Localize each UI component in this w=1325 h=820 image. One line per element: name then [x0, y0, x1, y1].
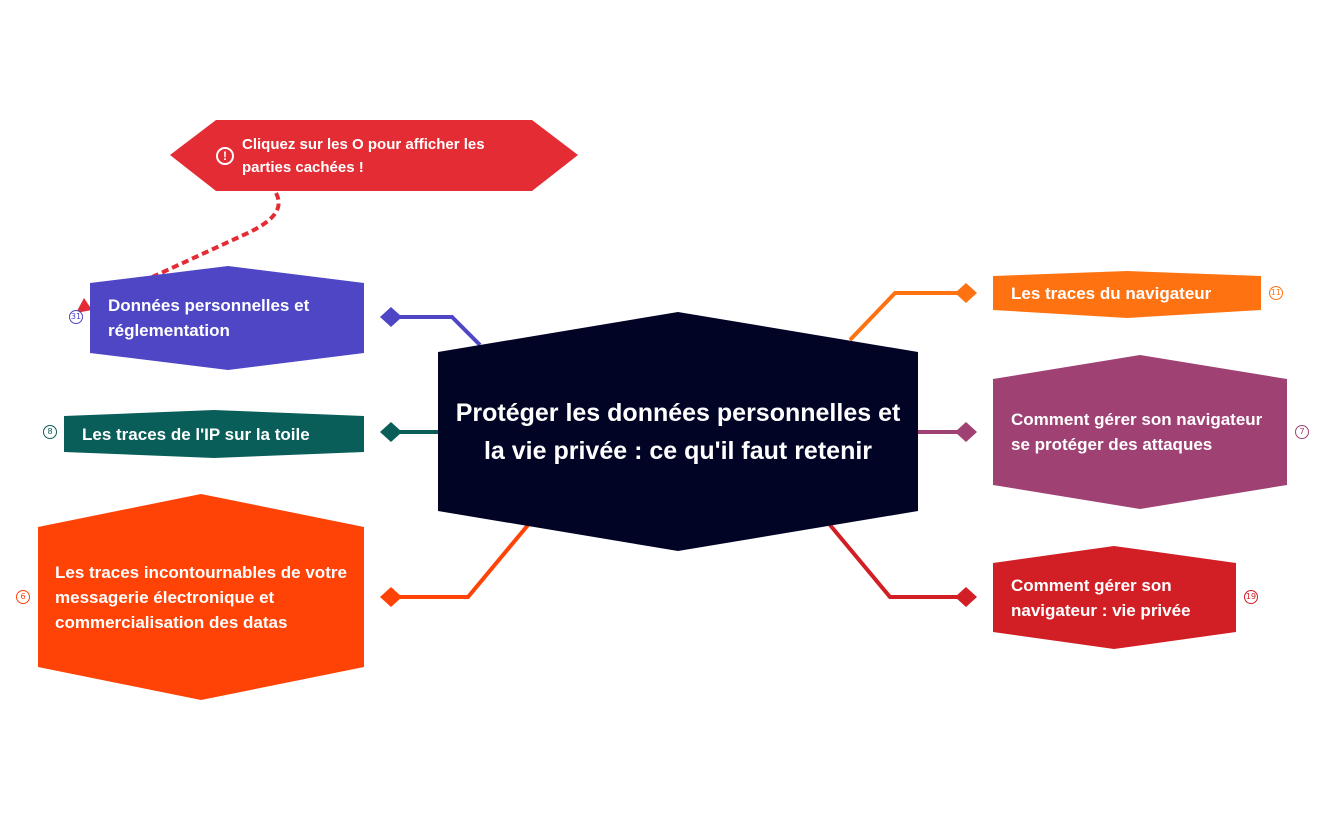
branch-donnees-personnelles[interactable]: Données personnelles et réglementation: [108, 283, 358, 353]
callout-shape: [170, 120, 578, 191]
branch-shape-donnees: [90, 266, 364, 370]
connector-diamond-vie-privee: [955, 587, 977, 607]
branch-shape-ip: [64, 410, 364, 458]
connector-donnees: [392, 315, 482, 347]
connector-diamond-navigateur: [955, 283, 977, 303]
collapsed-count-traces-messagerie[interactable]: 6: [16, 590, 30, 604]
callout-arrow: [84, 192, 281, 310]
callout-label: Cliquez sur les O pour afficher les part…: [242, 135, 485, 176]
collapsed-count-traces-navigateur[interactable]: 11: [1269, 286, 1283, 300]
collapsed-count-navigateur-attaques[interactable]: 7: [1295, 425, 1309, 439]
connector-diamond-ip: [380, 422, 402, 442]
central-topic[interactable]: Protéger les données personnelles et la …: [448, 360, 908, 503]
branch-navigateur-attaques-label: Comment gérer son navigateur se protéger…: [1011, 410, 1263, 454]
branch-shape-attaques: [993, 355, 1287, 509]
callout-arrowhead: [76, 298, 92, 313]
branch-shape-messagerie: [38, 494, 364, 700]
branch-traces-messagerie[interactable]: Les traces incontournables de votre mess…: [55, 527, 355, 667]
connector-vie-privee: [828, 523, 966, 599]
collapsed-count-navigateur-vie-privee[interactable]: 19: [1244, 590, 1258, 604]
branch-traces-navigateur[interactable]: Les traces du navigateur: [1011, 276, 1256, 310]
connector-diamond-donnees: [380, 307, 402, 327]
branch-traces-navigateur-label: Les traces du navigateur: [1011, 283, 1212, 303]
exclamation-circle-icon: !: [216, 147, 234, 165]
central-topic-label: Protéger les données personnelles et la …: [455, 398, 901, 465]
callout-hint: ! Cliquez sur les O pour afficher les pa…: [216, 120, 532, 191]
branch-navigateur-attaques[interactable]: Comment gérer son navigateur se protéger…: [1011, 379, 1281, 485]
branch-navigateur-vie-privee-label: Comment gérer son navigateur : vie privé…: [1011, 575, 1191, 620]
branch-donnees-personnelles-label: Données personnelles et réglementation: [108, 296, 310, 340]
connector-messagerie: [392, 523, 530, 599]
central-shape: [438, 312, 918, 551]
collapsed-count-donnees-personnelles[interactable]: 31: [69, 310, 83, 324]
branch-shape-navigateur: [993, 271, 1261, 318]
connector-diamond-messagerie: [380, 587, 402, 607]
branch-navigateur-vie-privee[interactable]: Comment gérer son navigateur : vie privé…: [1011, 563, 1233, 632]
connector-diamond-attaques: [955, 422, 977, 442]
branch-shape-vie-privee: [993, 546, 1236, 649]
branch-traces-ip-label: Les traces de l'IP sur la toile: [82, 424, 310, 444]
connector-navigateur: [848, 291, 966, 342]
branch-traces-ip[interactable]: Les traces de l'IP sur la toile: [82, 416, 362, 452]
collapsed-count-traces-ip[interactable]: 8: [43, 425, 57, 439]
branch-traces-messagerie-label: Les traces incontournables de votre mess…: [55, 562, 347, 632]
